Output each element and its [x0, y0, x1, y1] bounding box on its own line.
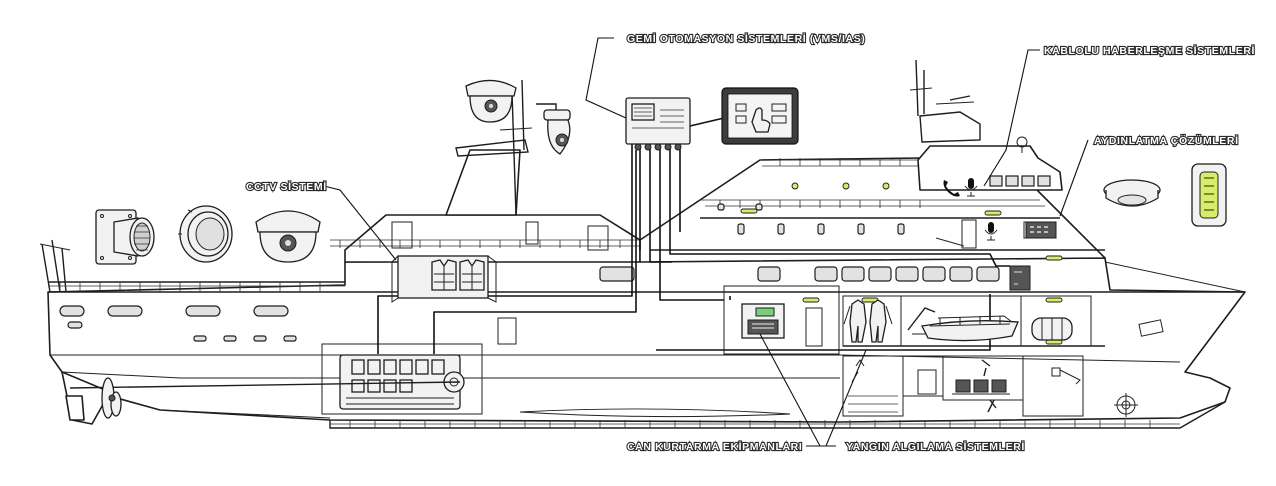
automation-controller-icon	[625, 97, 691, 151]
ceiling-light-icon	[1103, 179, 1161, 207]
fire-alarm-panel-icon	[1025, 221, 1057, 239]
liferaft-canister-icon	[1031, 317, 1073, 341]
main-deck-rail	[48, 281, 345, 292]
propeller-icon	[101, 377, 122, 419]
leader-lines	[323, 37, 1089, 447]
ptz-camera-icon	[536, 103, 571, 155]
lifeboat-icon	[921, 315, 1019, 342]
life-jacket-icon	[431, 259, 485, 291]
life-jacket-locker	[391, 255, 497, 303]
immersion-suit-icon	[843, 299, 893, 343]
engine-room	[69, 343, 483, 415]
bottom-frames	[349, 420, 1151, 428]
label-fire: YANGIN ALGILAMA SİSTEMLERİ	[846, 440, 1025, 453]
switchbox-icon	[1009, 265, 1031, 291]
bridge-devices	[943, 178, 1057, 291]
automation-panel-icon	[741, 303, 785, 339]
label-cctv: CCTV SİSTEMİ	[246, 180, 327, 193]
microphone-icon	[984, 222, 998, 241]
superstructure	[330, 59, 1106, 263]
telephone-icon	[943, 180, 960, 197]
marine-floodlight-icon	[95, 209, 155, 265]
dome-camera-icon	[465, 79, 517, 123]
microphone-icon	[964, 178, 978, 197]
bulkhead-light-icon	[1191, 163, 1227, 227]
touch-panel-icon	[721, 87, 799, 145]
label-lifesaving: CAN KURTARMA EKİPMANLARI	[627, 440, 802, 453]
label-comms: KABLOLU HABERLEŞME SİSTEMLERİ	[1044, 44, 1255, 57]
recessed-downlight-icon	[178, 205, 233, 263]
fire-detector-icons	[851, 359, 1010, 413]
label-automation: GEMİ OTOMASYON SİSTEMLERİ (VMS/IAS)	[627, 32, 865, 45]
system-labels: GEMİ OTOMASYON SİSTEMLERİ (VMS/IAS) KABL…	[245, 31, 1256, 454]
dome-camera-icon	[255, 210, 321, 263]
label-lighting: AYDINLATMA ÇÖZÜMLERİ	[1094, 134, 1239, 147]
deck-lamps	[740, 182, 1063, 345]
system-cables	[377, 117, 1010, 354]
hull-windows	[59, 305, 517, 345]
superstructure-windows	[599, 203, 1000, 282]
bow-thruster	[1114, 393, 1138, 417]
